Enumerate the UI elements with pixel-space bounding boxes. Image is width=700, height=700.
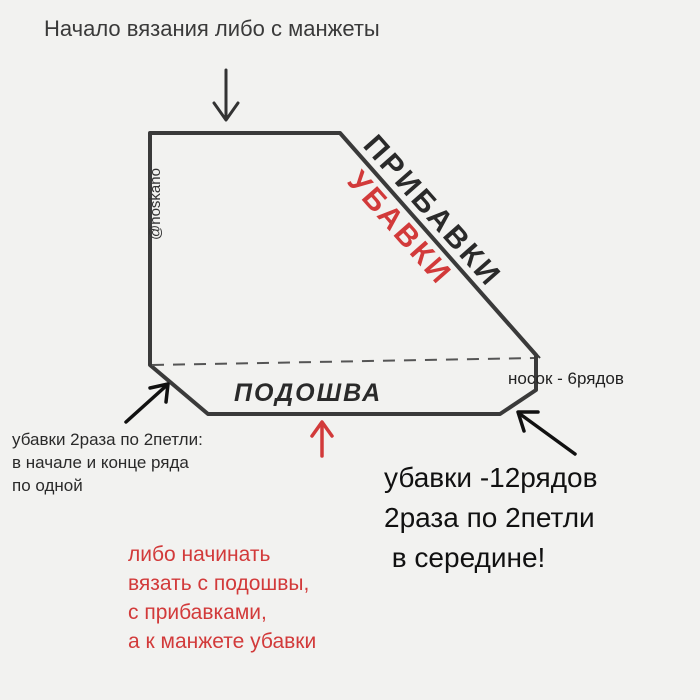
left-note: убавки 2раза по 2петли: в начале и конце… — [12, 428, 203, 497]
diagram-title: Начало вязания либо с манжеты — [44, 16, 380, 41]
big-note-line-2: 2раза по 2петли — [384, 502, 595, 533]
start-arrow-icon — [212, 68, 240, 122]
red-up-arrow-icon — [310, 420, 334, 458]
big-note-line-3: в середине! — [384, 542, 546, 573]
big-note-line-1: убавки -12рядов — [384, 462, 598, 493]
left-arrow-icon — [124, 382, 170, 424]
sole-dashed-line — [151, 357, 535, 366]
red-note-line-2: вязать с подошвы, — [128, 572, 310, 595]
left-note-line-3: по одной — [12, 476, 83, 495]
left-note-line-2: в начале и конце ряда — [12, 453, 189, 472]
watermark-text: @noskano — [147, 168, 164, 240]
edge-inner-line — [345, 139, 541, 359]
toe-label: носок - 6рядов — [508, 369, 624, 388]
right-arrow-icon — [516, 410, 577, 456]
left-note-line-1: убавки 2раза по 2петли: — [12, 430, 203, 449]
sole-label: ПОДОШВА — [234, 379, 382, 407]
red-note-line-3: с прибавками, — [128, 601, 267, 624]
red-note-line-4: а к манжете убавки — [128, 630, 317, 653]
red-note: либо начинать вязать с подошвы, с прибав… — [128, 540, 316, 656]
big-note: убавки -12рядов 2раза по 2петли в середи… — [384, 458, 598, 578]
red-note-line-1: либо начинать — [128, 543, 271, 566]
